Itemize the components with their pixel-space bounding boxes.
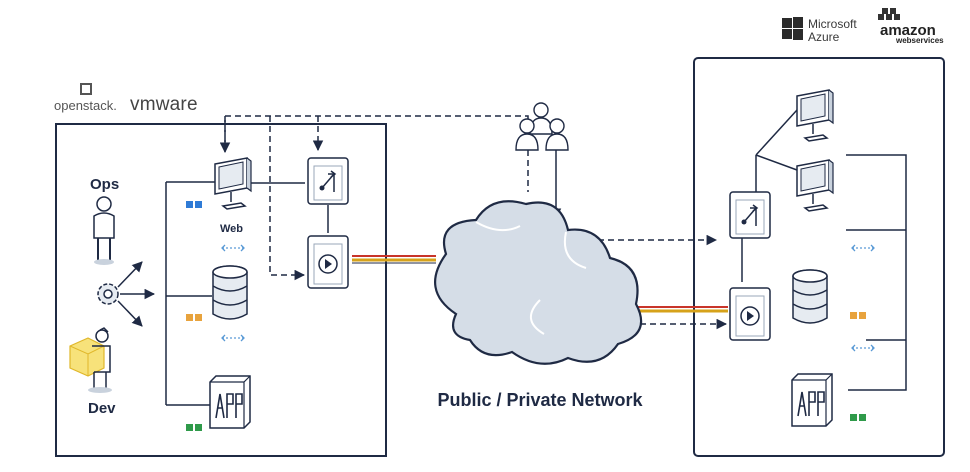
amazon-label: amazon (880, 22, 936, 39)
dev-person-icon (69, 327, 112, 393)
right-orange-badge (850, 312, 866, 319)
on-prem-container (55, 123, 387, 457)
network-label: Public / Private Network (437, 390, 643, 410)
aws-label: webservices (896, 36, 944, 45)
web-label: Web (220, 223, 244, 235)
cloud-network (434, 200, 643, 365)
ops-person-icon (93, 196, 115, 265)
openstack-logo (80, 83, 92, 95)
right-monitor-icon-2 (796, 159, 834, 212)
ops-label: Ops (90, 176, 120, 193)
left-sync-icon-2 (221, 334, 245, 342)
public-cloud-container (693, 57, 945, 457)
right-switch-icon (729, 191, 771, 239)
azure-label: Azure (808, 30, 840, 44)
blue-badge (186, 201, 202, 208)
link-left-to-cloud (352, 255, 436, 264)
left-gateway-icon (307, 235, 349, 289)
right-green-badge (850, 414, 866, 421)
right-app-icon (791, 373, 833, 427)
right-gateway-icon (729, 287, 771, 341)
vmware-label: vmware (130, 94, 198, 115)
web-server-monitor-icon (214, 157, 252, 210)
left-sync-icon-1 (221, 244, 245, 252)
right-monitor-icon-1 (796, 89, 834, 142)
left-app-icon (209, 375, 251, 429)
left-switch-icon (307, 157, 349, 205)
dev-label: Dev (88, 400, 116, 417)
right-sync-icon-1 (851, 244, 875, 252)
microsoft-label: Microsoft (808, 17, 857, 31)
left-database-icon (212, 265, 248, 320)
users-group-icon (515, 102, 569, 151)
microsoft-logo (782, 17, 803, 40)
right-sync-icon-2 (851, 344, 875, 352)
aws-cubes-logo (878, 8, 900, 20)
openstack-label: openstack. (54, 98, 117, 113)
orange-badge (186, 314, 202, 321)
gear-icon (97, 283, 119, 305)
link-cloud-to-right (630, 306, 728, 313)
green-badge (186, 424, 202, 431)
right-database-icon (792, 269, 828, 324)
